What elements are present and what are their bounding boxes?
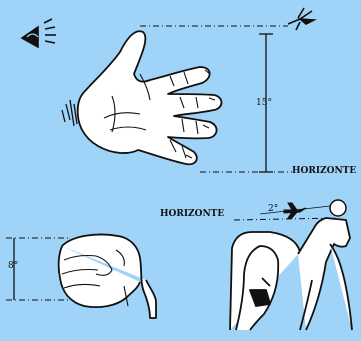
eye-icon — [22, 19, 56, 47]
sun-icon — [330, 200, 346, 216]
angle-label-15: 15° — [256, 99, 272, 108]
horizon-label-top: HORIZONTE — [292, 167, 356, 176]
wrist-hatching — [62, 100, 77, 126]
angle-label-8: 8° — [8, 262, 18, 271]
horizon-label-bottom: HORIZONTE — [160, 210, 224, 219]
bird-icon — [288, 8, 314, 30]
angle-label-2: 2° — [268, 205, 278, 214]
arm-figure — [230, 218, 352, 330]
closed-fist — [59, 234, 156, 318]
